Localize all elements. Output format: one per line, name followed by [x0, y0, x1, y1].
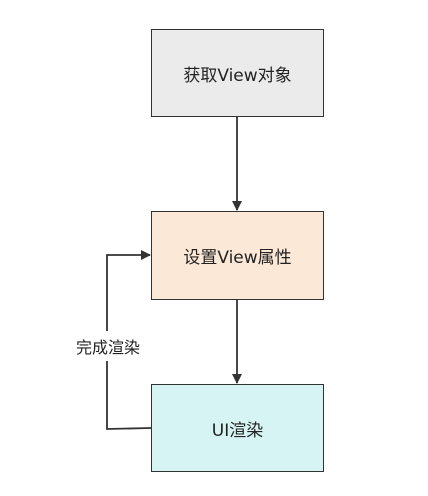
node-get-view-object: 获取View对象 [151, 29, 324, 117]
edge-label-render-complete: 完成渲染 [58, 331, 158, 361]
node-label: 获取View对象 [183, 65, 292, 86]
edge-label-text: 完成渲染 [75, 338, 140, 357]
node-label: 设置View属性 [183, 248, 292, 268]
node-label: UI渲染 [211, 420, 264, 441]
node-ui-render: UI渲染 [151, 384, 324, 472]
node-set-view-attributes: 设置View属性 [151, 211, 324, 300]
